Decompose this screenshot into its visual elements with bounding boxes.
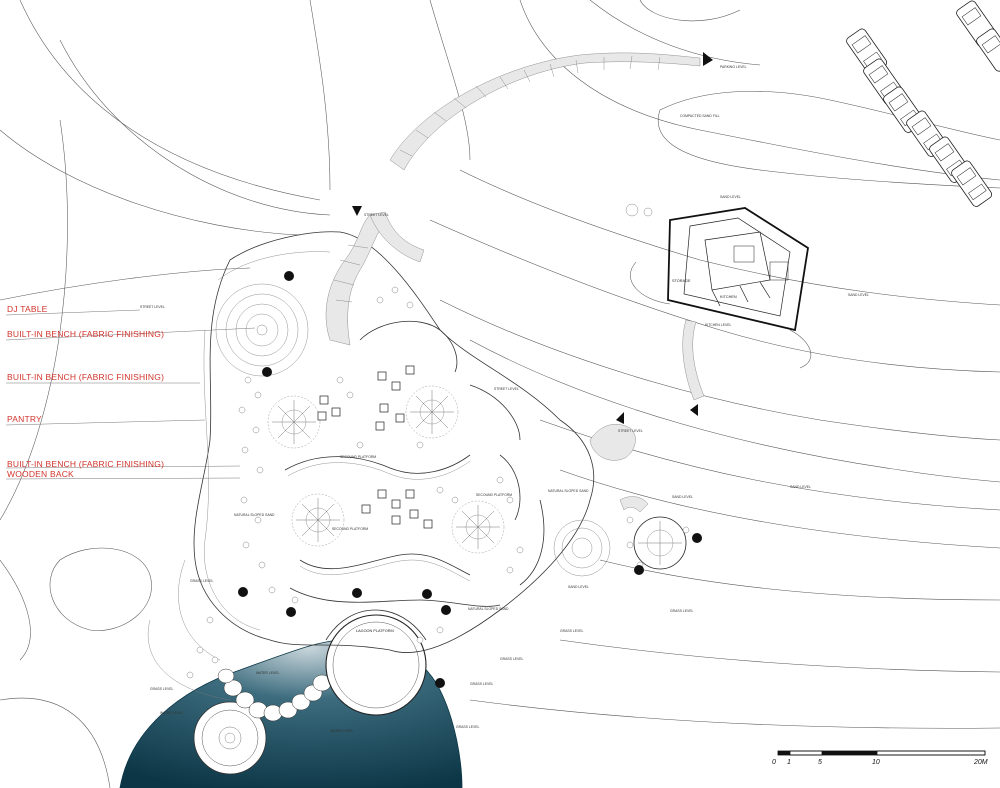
- lagoon-platform: LAGOON PLATFORM: [325, 609, 427, 716]
- radial-platforms: [267, 385, 687, 570]
- scale-bar: 0 1 5 10 20M: [772, 750, 988, 766]
- stepping-stones: [217, 668, 332, 722]
- kitchen-label: KITCHEN: [720, 295, 737, 299]
- label-sand-level-3: SAND LEVEL: [672, 495, 693, 499]
- scale-tick-1: 1: [787, 759, 791, 766]
- storage-label: STORAGE: [672, 279, 691, 283]
- plan-labels: PARKING LEVEL COMPACTED SAND FILL SAND L…: [140, 65, 869, 733]
- curved-benches: [284, 320, 545, 607]
- kitchen-building: STORAGE KITCHEN: [667, 207, 809, 332]
- label-natural-sloped-2: NATURAL SLOPED SAND: [548, 489, 589, 493]
- label-second-platform-3: SECOUND PLATFORM: [476, 493, 512, 497]
- label-sand-level-5: SAND LEVEL: [790, 485, 811, 489]
- black-markers: [238, 271, 702, 688]
- arc-path: [389, 52, 701, 171]
- label-compacted-sand: COMPACTED SAND FILL: [680, 114, 720, 118]
- label-parking-level: PARKING LEVEL: [720, 65, 747, 69]
- label-street-level-4: STREET LEVEL: [140, 305, 165, 309]
- stone-path: [325, 211, 425, 346]
- label-sand-level-1: SAND LEVEL: [720, 195, 741, 199]
- level-markers: [352, 52, 713, 424]
- label-grass-level-3: GRASS LEVEL: [470, 682, 493, 686]
- label-grass-level-5: GRASS LEVEL: [670, 609, 693, 613]
- label-kitchen-level: KITCHEN LEVEL: [705, 323, 731, 327]
- scale-tick-5: 5: [818, 759, 822, 766]
- label-water-level-1: WATER LEVEL: [160, 711, 183, 715]
- label-street-level-2: STREET LEVEL: [494, 387, 519, 391]
- label-water-level-3: WATER LEVEL: [256, 671, 279, 675]
- annotation-pantry: PANTRY: [7, 414, 42, 424]
- kitchen-path: [589, 319, 705, 513]
- label-grass-level-4: GRASS LEVEL: [456, 725, 479, 729]
- label-grass-level-1: GRASS LEVEL: [560, 629, 583, 633]
- label-grass-level-6: GRASS LEVEL: [190, 579, 213, 583]
- label-street-level-3: STREET LEVEL: [618, 429, 643, 433]
- building-surroundings: [625, 203, 812, 369]
- label-water-level-2: WATER LEVEL: [330, 729, 353, 733]
- annotation-built-in-bench-3: BUILT-IN BENCH (FABRIC FINISHING): [7, 459, 164, 469]
- parked-cars: [846, 0, 1000, 207]
- tables: [317, 365, 433, 529]
- label-sand-level-2: SAND LEVEL: [848, 293, 869, 297]
- label-natural-sloped-1: NATURAL SLOPED SAND: [468, 607, 509, 611]
- label-grass-level-7: GRASS LEVEL: [150, 687, 173, 691]
- annotation-dj-table: DJ TABLE: [7, 304, 48, 314]
- label-sand-level-4: SAND LEVEL: [568, 585, 589, 589]
- scale-tick-10: 10: [872, 759, 880, 766]
- label-second-platform-2: SECOUND PLATFORM: [332, 527, 368, 531]
- vegetation: [186, 286, 690, 679]
- annotation-built-in-bench-1: BUILT-IN BENCH (FABRIC FINISHING): [7, 329, 164, 339]
- lagoon-platform-label: LAGOON PLATFORM: [356, 629, 394, 633]
- scale-tick-0: 0: [772, 759, 776, 766]
- seating-circles: [215, 283, 611, 577]
- annotation-callouts: DJ TABLE BUILT-IN BENCH (FABRIC FINISHIN…: [5, 304, 256, 480]
- label-natural-sloped-3: NATURAL SLOPED SAND: [234, 513, 275, 517]
- annotation-wooden-back: WOODEN BACK: [7, 469, 74, 479]
- scale-tick-20m: 20M: [973, 759, 988, 766]
- annotation-built-in-bench-2: BUILT-IN BENCH (FABRIC FINISHING): [7, 372, 164, 382]
- label-street-level-1: STREET LEVEL: [364, 213, 389, 217]
- label-second-platform-1: SECOUND PLATFORM: [340, 455, 376, 459]
- label-grass-level-2: GRASS LEVEL: [500, 657, 523, 661]
